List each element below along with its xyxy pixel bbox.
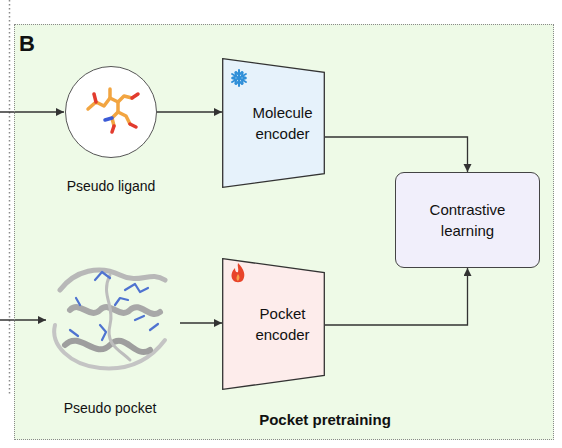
panel-label-holder: Pocket pretraining bbox=[259, 411, 391, 428]
panel-label-holder: B bbox=[19, 31, 35, 57]
process-box: Contrastive learning bbox=[395, 172, 540, 268]
encoder-trapezoid: Molecule encoder bbox=[222, 58, 325, 188]
input-arrow bbox=[0, 319, 46, 320]
trainable-icon bbox=[228, 262, 248, 284]
input-arrow bbox=[0, 111, 64, 112]
node-label: Contrastive learning bbox=[418, 199, 518, 241]
node-label: B bbox=[19, 31, 35, 57]
flow-arrow bbox=[325, 137, 468, 172]
label-holder: Pseudo ligand bbox=[51, 178, 171, 194]
trapezoid-shape bbox=[223, 59, 325, 188]
label-holder: Pocket encoder bbox=[222, 258, 325, 390]
node-label: Molecule encoder bbox=[243, 102, 323, 144]
pretraining-panel: B Pocket pretraining Pseudo ligand Molecu… bbox=[14, 24, 554, 440]
node-label: Pocket encoder bbox=[243, 303, 323, 345]
label-holder: Molecule encoder bbox=[222, 58, 325, 188]
encoder-trapezoid: Pocket encoder bbox=[222, 258, 325, 390]
node-label: Pseudo ligand bbox=[51, 178, 171, 194]
pocket-figure: Pseudo pocket bbox=[40, 250, 180, 420]
node-label: Pseudo pocket bbox=[40, 400, 180, 416]
ligand-illustration bbox=[66, 67, 155, 156]
ligand-circle: Pseudo ligand bbox=[51, 66, 171, 201]
ligand-circle-outline bbox=[65, 66, 157, 158]
trapezoid-shape bbox=[223, 259, 325, 390]
label-holder: Pseudo pocket bbox=[40, 400, 180, 416]
neighbour-panel-edge bbox=[9, 0, 11, 396]
flow-arrow bbox=[157, 111, 222, 112]
flow-arrow bbox=[325, 268, 468, 325]
flow-arrow bbox=[180, 322, 222, 323]
node-label: Pocket pretraining bbox=[259, 411, 391, 428]
pocket-illustration bbox=[40, 250, 180, 380]
frozen-icon bbox=[229, 68, 249, 88]
panel-fill bbox=[14, 24, 554, 440]
